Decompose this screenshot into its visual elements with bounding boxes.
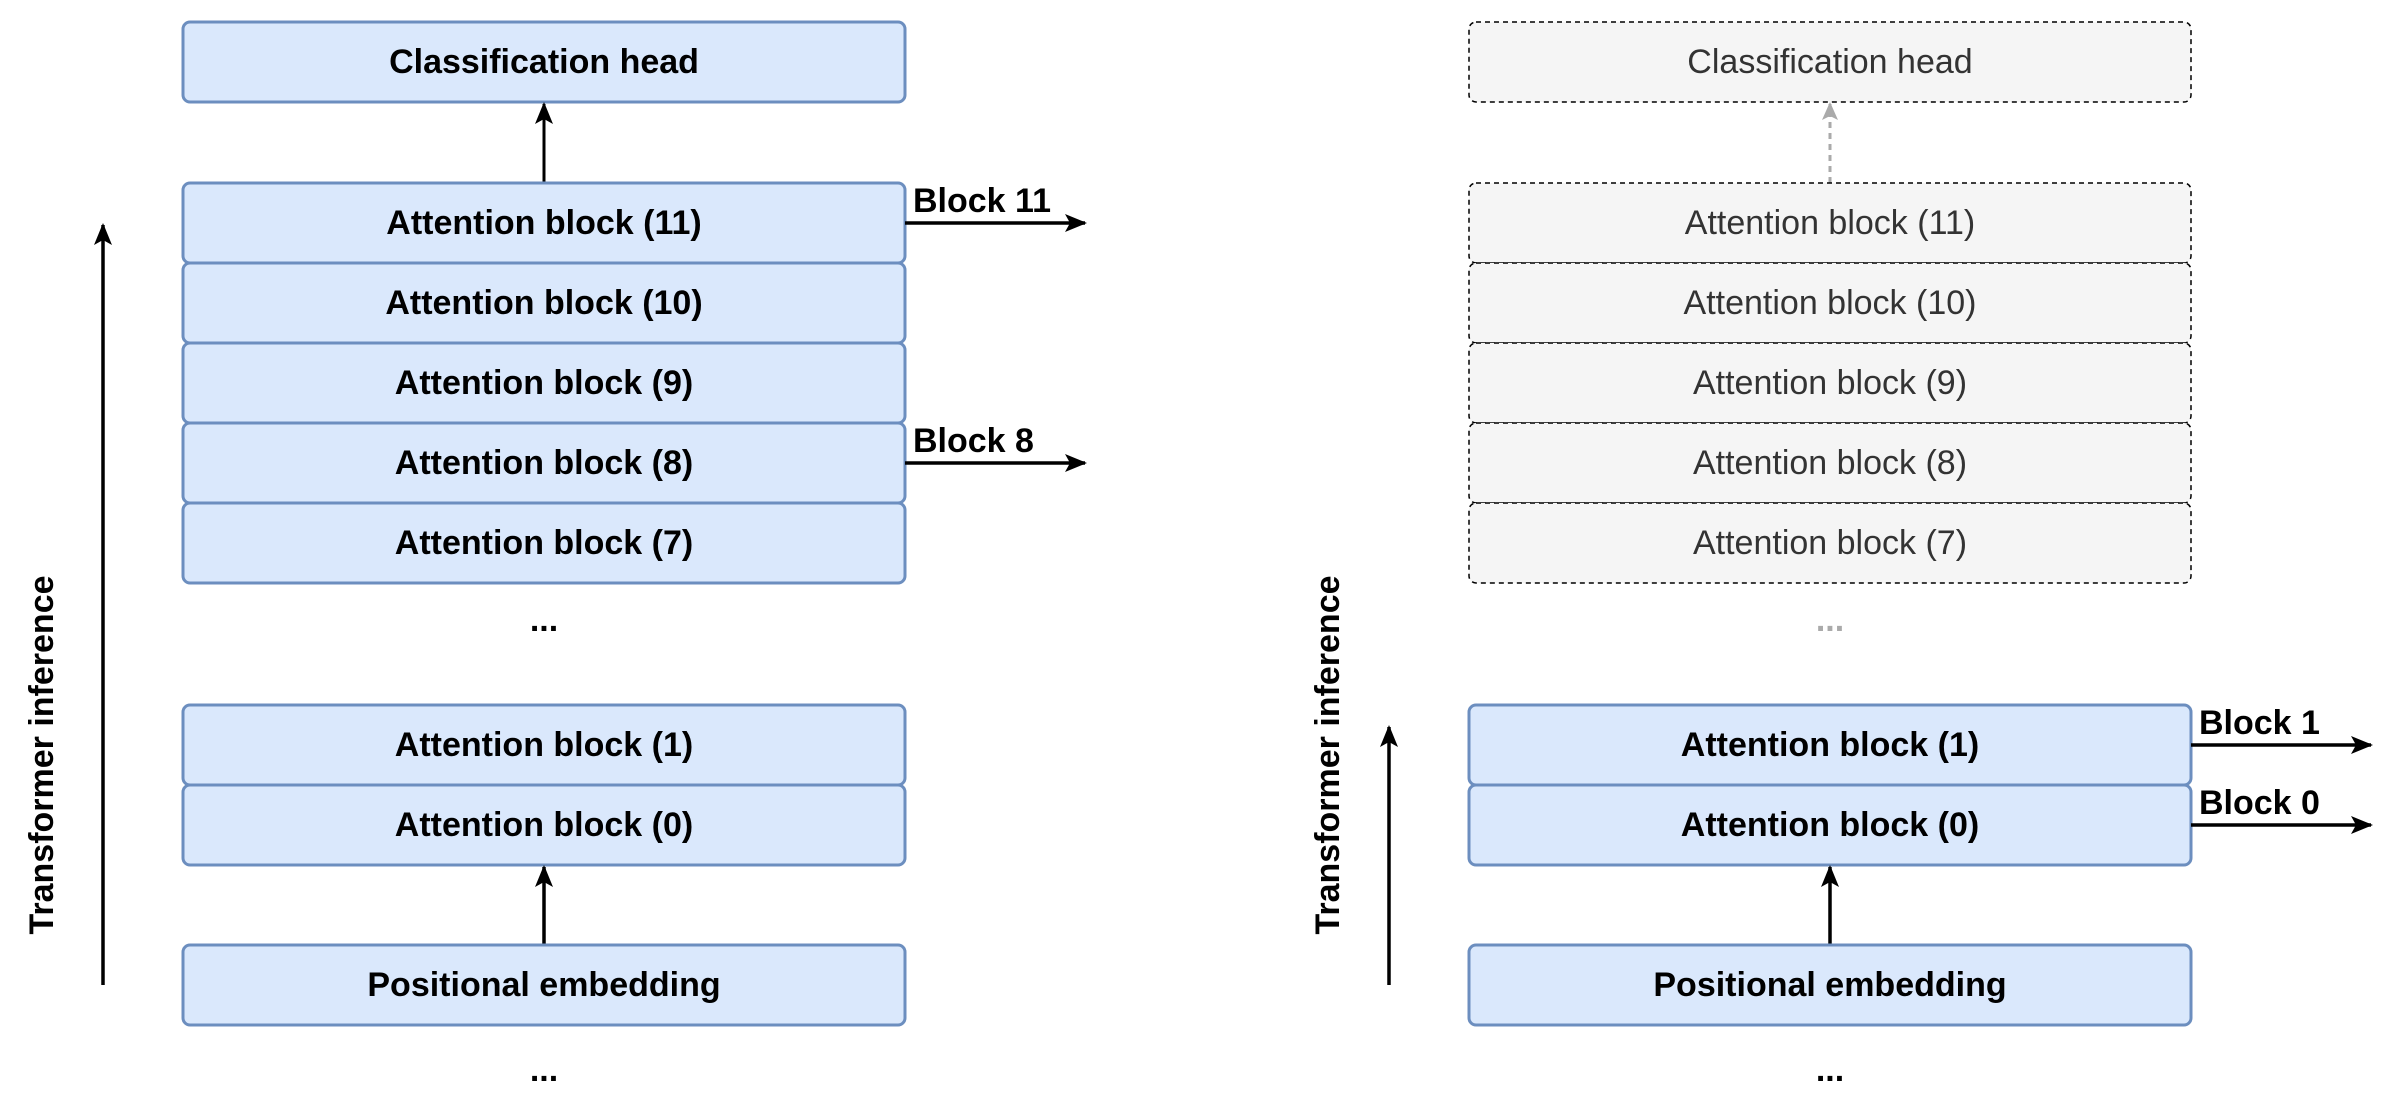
axis-label: Transformer inference	[23, 575, 61, 934]
block-output-label: Block 8	[913, 422, 1034, 460]
positional-embedding-label: Positional embedding	[367, 966, 720, 1004]
attention-block-label: Attention block (8)	[1693, 444, 1967, 482]
attention-block-label: Attention block (0)	[1681, 806, 1979, 844]
attention-block-label: Attention block (0)	[395, 806, 693, 844]
attention-block-label: Attention block (11)	[386, 204, 701, 242]
attention-block-label: Attention block (7)	[395, 524, 693, 562]
panel-left: Transformer inference Classification head…	[23, 20, 1087, 1089]
positional-embedding-box	[181, 943, 907, 1027]
attention-block-label: Attention block (10)	[385, 284, 702, 322]
bottom-ellipsis: ...	[1816, 1051, 1844, 1089]
middle-ellipsis: ...	[530, 601, 558, 639]
attention-block-label: Attention block (9)	[1693, 364, 1967, 402]
classification-head-box	[1468, 21, 2192, 103]
axis-label: Transformer inference	[1309, 575, 1347, 934]
attention-block	[1468, 422, 2192, 504]
positional-embedding-box	[1467, 943, 2193, 1027]
attention-block	[1468, 262, 2192, 344]
attention-block	[1468, 182, 2192, 264]
block-output-label: Block 0	[2199, 784, 2320, 822]
classification-head-label: Classification head	[1687, 43, 1972, 81]
bottom-ellipsis: ...	[530, 1051, 558, 1089]
attention-block	[1468, 342, 2192, 424]
attention-block-label: Attention block (11)	[1685, 204, 1975, 242]
attention-block-label: Attention block (1)	[1681, 726, 1979, 764]
attention-block-label: Attention block (9)	[395, 364, 693, 402]
positional-embedding-label: Positional embedding	[1653, 966, 2006, 1004]
attention-block	[1468, 502, 2192, 584]
attention-block	[181, 501, 907, 585]
panel-right: Transformer inference Classification head…	[1309, 21, 2373, 1089]
classification-head-label: Classification head	[389, 43, 699, 81]
block-output-label: Block 11	[913, 182, 1051, 220]
attention-block-label: Attention block (10)	[1684, 284, 1977, 322]
middle-ellipsis: ...	[1816, 601, 1844, 639]
attention-block-label: Attention block (1)	[395, 726, 693, 764]
attention-block-label: Attention block (7)	[1693, 524, 1967, 562]
block-output-label: Block 1	[2199, 704, 2320, 742]
attention-block-label: Attention block (8)	[395, 444, 693, 482]
